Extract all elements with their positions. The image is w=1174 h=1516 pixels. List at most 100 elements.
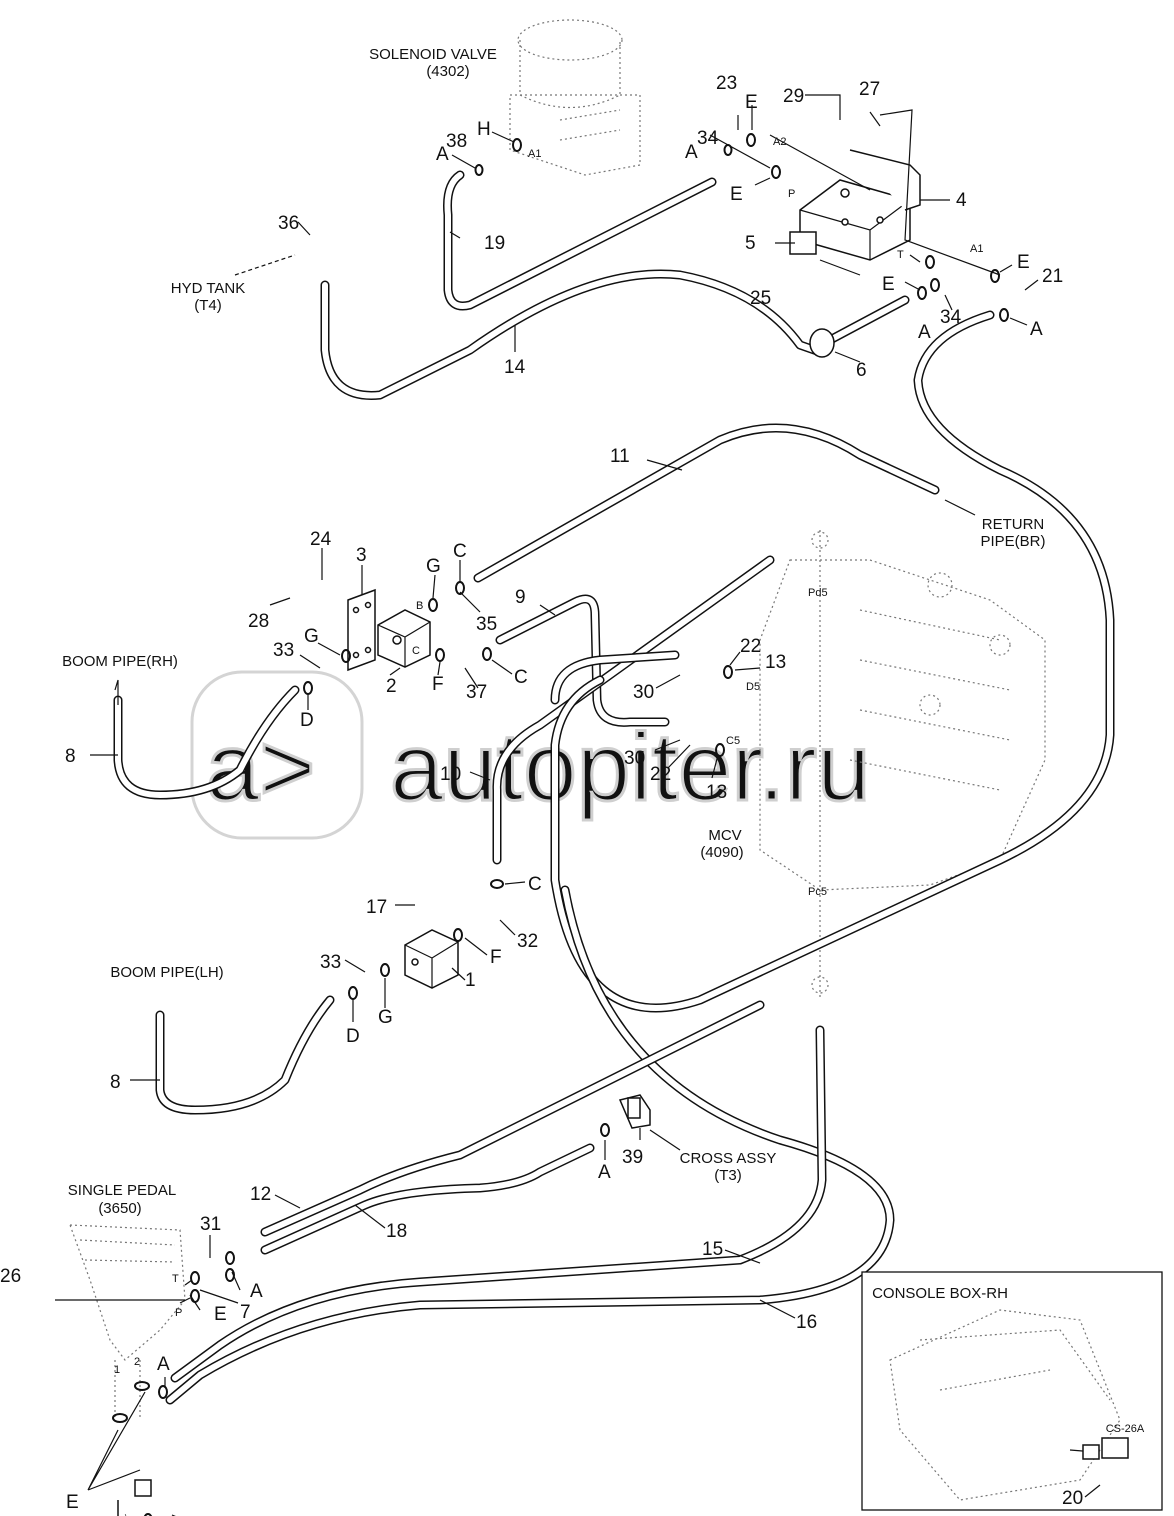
part-number-22-bottom: 22 <box>650 764 671 785</box>
mcv-label: MCV <box>708 827 741 844</box>
hoses <box>113 170 1139 1506</box>
part-number-26: 26 <box>0 1266 21 1287</box>
letter-g: F <box>490 947 502 968</box>
solenoid-valve-block <box>789 149 921 276</box>
port-1: 1 <box>114 1364 120 1376</box>
port-c-block: C <box>412 645 420 657</box>
console-box-label: CONSOLE BOX-RH <box>872 1285 1008 1302</box>
part-number-2: 2 <box>386 676 397 697</box>
return-pipe-label-2: PIPE(BR) <box>980 533 1045 550</box>
letter-a: A <box>157 1354 170 1375</box>
part-number-34-right: 34 <box>940 307 962 328</box>
connection-letters: A H E A E E E A A G C G F C D C F G D A … <box>66 92 1043 1513</box>
part-number-29: 29 <box>783 86 804 107</box>
part-number-13-top: 13 <box>765 652 786 673</box>
part-number-11: 11 <box>610 446 630 467</box>
part-number-22-top: 22 <box>740 636 761 657</box>
letter-e: E <box>730 184 743 205</box>
letter-c: C <box>528 874 542 895</box>
port-2: 2 <box>134 1356 140 1368</box>
mcv-code: (4090) <box>700 844 743 861</box>
watermark: a> autopiter.ru <box>190 670 872 840</box>
part-number-5: 5 <box>745 233 756 254</box>
port-p-valve: P <box>788 188 795 200</box>
part-number-33-top: 33 <box>273 640 294 661</box>
letter-d: D <box>300 710 314 731</box>
part-number-14: 14 <box>504 357 526 378</box>
letter-d: D <box>346 1026 360 1047</box>
return-pipe-label-1: RETURN <box>982 516 1045 533</box>
part-number-16: 16 <box>796 1312 817 1333</box>
port-a1-block: A1 <box>970 243 983 255</box>
port-c5: C5 <box>726 735 740 747</box>
single-pedal-label: SINGLE PEDAL <box>68 1182 176 1199</box>
part-number-8-rh: 8 <box>65 746 76 767</box>
part-number-19: 19 <box>484 233 505 254</box>
letter-e: E <box>66 1492 79 1513</box>
letter-h: G <box>426 556 441 577</box>
part-number-25: 25 <box>750 288 771 309</box>
part-number-13-bottom: 13 <box>706 782 727 803</box>
port-d5: D5 <box>746 681 760 693</box>
letter-a: A <box>598 1162 611 1183</box>
clamp-6 <box>809 328 835 358</box>
part-number-15: 15 <box>702 1239 723 1260</box>
port-t-pedal: T <box>172 1273 179 1285</box>
port-pd5: Pd5 <box>808 587 828 599</box>
part-number-20: 20 <box>1062 1488 1083 1509</box>
part-number-8-lh: 8 <box>110 1072 121 1093</box>
letter-a: A <box>1030 319 1043 340</box>
part-number-17: 17 <box>366 897 387 918</box>
letter-e: E <box>882 274 895 295</box>
part-number-23: 23 <box>716 73 737 94</box>
part-number-4: 4 <box>956 190 967 211</box>
boom-pipe-lh-label: BOOM PIPE(LH) <box>110 964 223 981</box>
part-number-32: 32 <box>517 931 538 952</box>
hose-15-lower <box>170 1025 827 1383</box>
port-a1-valve: A1 <box>528 148 541 160</box>
boom-pipe-rh-label: BOOM PIPE(RH) <box>62 653 178 670</box>
watermark-text: autopiter.ru <box>390 714 870 821</box>
letter-a: A <box>685 142 698 163</box>
leader-lines <box>55 94 1101 1516</box>
letter-a: A <box>918 322 931 343</box>
part-number-37: 37 <box>466 682 487 703</box>
solenoid-valve-label: SOLENOID VALVE <box>369 46 497 63</box>
letter-g: F <box>432 674 444 695</box>
port-b: B <box>416 600 423 612</box>
part-number-21-top: 21 <box>1042 266 1063 287</box>
part-number-7: 7 <box>240 1302 251 1323</box>
cross-assy-code: (T3) <box>714 1167 742 1184</box>
letter-e: E <box>1017 252 1030 273</box>
part-number-33-bottom: 33 <box>320 952 341 973</box>
part-number-36: 36 <box>278 213 299 234</box>
letter-f: H <box>477 119 491 140</box>
part-number-6: 6 <box>856 360 867 381</box>
part-number-31: 31 <box>200 1214 221 1235</box>
part-number-10: 10 <box>440 764 461 785</box>
port-p-pedal: P <box>175 1307 182 1319</box>
part-number-30-bottom: 30 <box>624 748 645 769</box>
parts <box>117 149 1163 1516</box>
letter-h: G <box>378 1007 393 1028</box>
port-pc5: Pc5 <box>808 886 827 898</box>
single-pedal-code: (3650) <box>98 1200 141 1217</box>
part-number-38: 38 <box>446 131 467 152</box>
solenoid-valve-body <box>509 19 641 176</box>
part-number-35: 35 <box>476 614 497 635</box>
solenoid-valve-code: (4302) <box>426 63 469 80</box>
letter-c: C <box>453 541 467 562</box>
block-2 <box>377 609 431 668</box>
port-labels: A1 A2 P T A1 B C Pd5 D5 C5 Pc5 T P 1 2 <box>114 136 983 1376</box>
part-number-12: 12 <box>250 1184 271 1205</box>
mcv-body <box>759 530 1046 1000</box>
part-number-30-top: 30 <box>633 682 654 703</box>
part-number-39: 39 <box>622 1147 643 1168</box>
single-pedal-body <box>69 1224 186 1420</box>
plate-3 <box>347 588 376 672</box>
letter-h: G <box>304 626 319 647</box>
block-1 <box>404 929 459 989</box>
o-rings <box>112 133 1009 1516</box>
part-number-28: 28 <box>248 611 269 632</box>
